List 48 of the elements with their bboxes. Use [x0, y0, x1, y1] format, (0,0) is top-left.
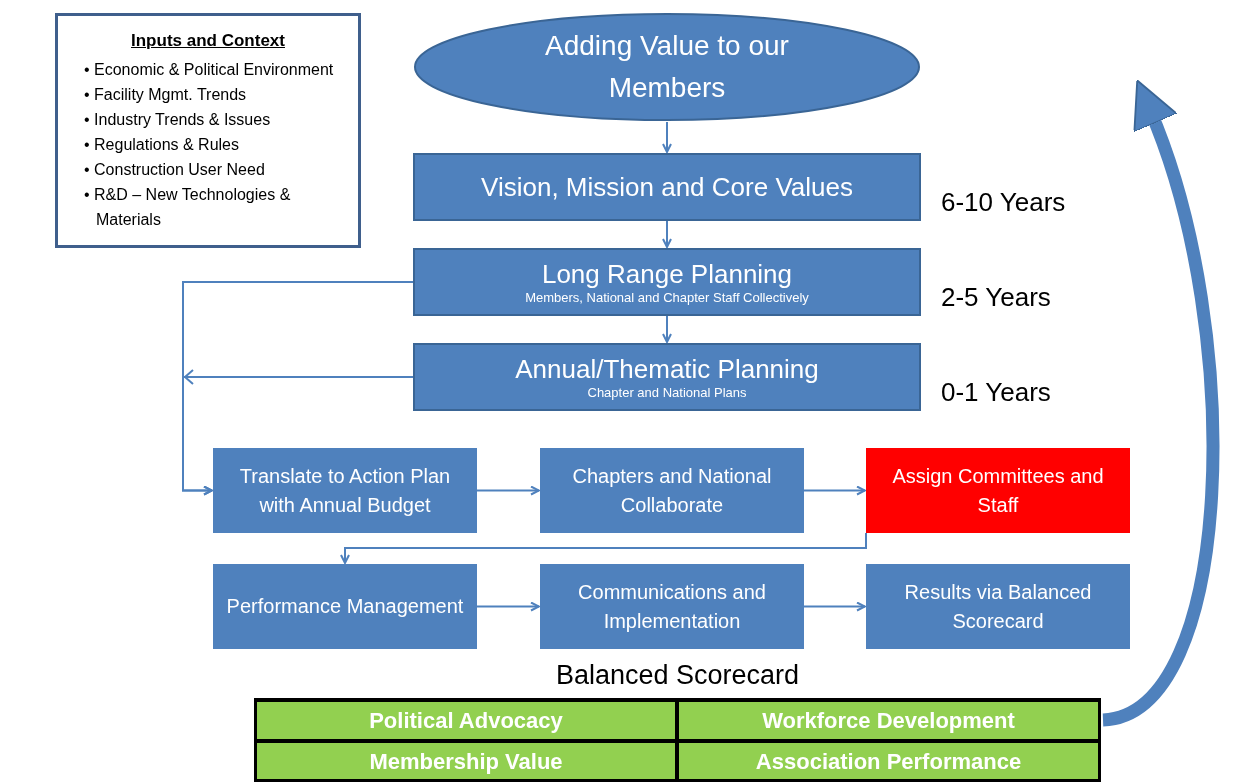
scorecard-cell — [255, 700, 677, 741]
planning-subtitle: Members, National and Chapter Staff Collectively — [525, 290, 809, 306]
context-box — [55, 13, 361, 248]
process-box — [866, 448, 1130, 533]
goal-text: Adding Value to our Members — [544, 29, 790, 105]
scorecard-heading: Balanced Scorecard — [554, 659, 801, 692]
arrow — [803, 601, 866, 612]
planning-title: Vision, Mission and Core Values — [481, 171, 853, 203]
process-box — [540, 564, 804, 649]
scorecard-label: Workforce Development — [762, 707, 1015, 735]
scorecard-label: Membership Value — [369, 747, 563, 776]
arrow — [662, 315, 672, 343]
arrow — [476, 485, 540, 496]
process-label: Translate to Action Plan with Annual Budget — [238, 463, 452, 518]
process-label: Communications and Implementation — [577, 579, 767, 634]
process-box — [866, 564, 1130, 649]
context-item: • Industry Trends & Issues — [84, 110, 272, 130]
scorecard-cell — [677, 700, 1100, 741]
process-label: Performance Management — [226, 594, 464, 619]
arrow — [476, 601, 540, 612]
planning-title: Annual/Thematic Planning — [515, 353, 819, 385]
arrow — [662, 121, 672, 153]
planning-subtitle: Chapter and National Plans — [587, 385, 747, 401]
scorecard-cell — [677, 741, 1100, 781]
arrow — [803, 485, 866, 496]
arrow — [182, 369, 414, 496]
process-box — [213, 564, 477, 649]
process-label: Results via Balanced Scorecard — [903, 579, 1093, 634]
feedback-arrow — [1101, 78, 1220, 727]
context-item: • Economic & Political Environment — [84, 60, 335, 80]
process-label: Assign Committees and Staff — [891, 463, 1105, 518]
scorecard-label: Association Performance — [755, 747, 1022, 776]
scorecard-cell — [255, 741, 677, 781]
timeframe-label: 0-1 Years — [941, 376, 1051, 409]
timeframe-label: 6-10 Years — [941, 186, 1066, 219]
context-item: • R&D – New Technologies & Materials — [84, 185, 292, 230]
arrow — [662, 220, 672, 248]
process-box — [213, 448, 477, 533]
process-label: Chapters and National Collaborate — [571, 463, 773, 518]
context-item: • Facility Mgmt. Trends — [84, 85, 248, 105]
scorecard-label: Political Advocacy — [369, 707, 563, 735]
process-box — [540, 448, 804, 533]
arrow — [340, 532, 867, 564]
context-heading: Inputs and Context — [130, 30, 286, 52]
context-item: • Construction User Need — [84, 160, 266, 180]
planning-title: Long Range Planning — [541, 258, 793, 290]
context-item: • Regulations & Rules — [84, 135, 240, 155]
timeframe-label: 2-5 Years — [941, 281, 1051, 314]
